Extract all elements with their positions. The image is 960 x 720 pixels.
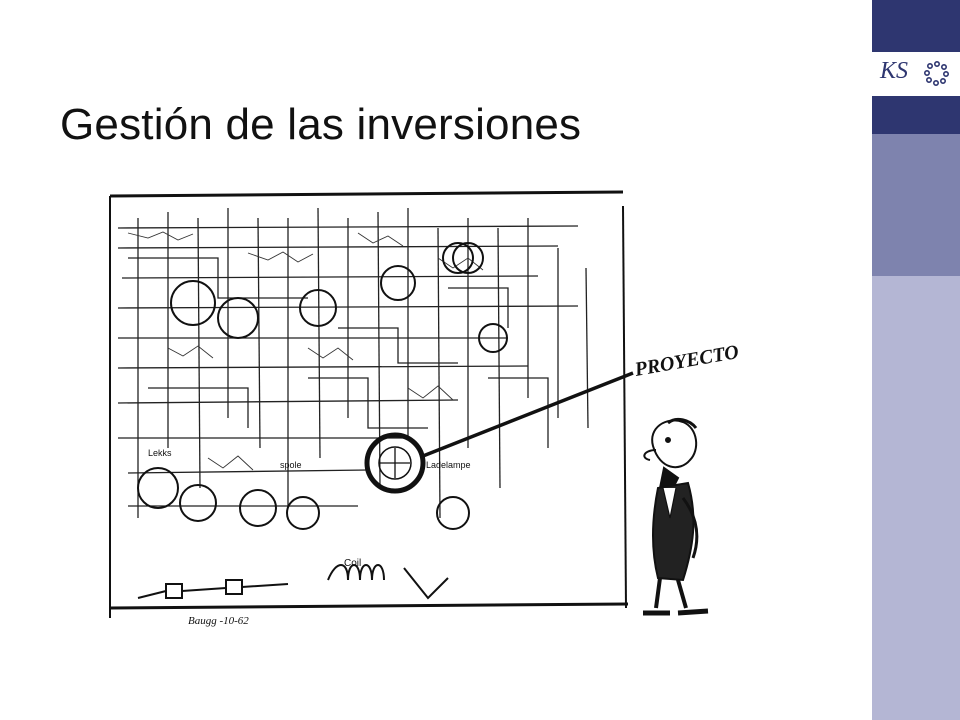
side-band-dark [872, 96, 960, 134]
side-panel: KS [872, 0, 960, 720]
schematic-wiring [117, 207, 589, 519]
schematic-board [109, 190, 629, 618]
schematic-label-ladelampe: Ladelampe [426, 460, 471, 470]
pointer-line [422, 371, 634, 458]
bottom-components [137, 564, 449, 600]
schematic-label-lekks: Lekks [148, 448, 172, 458]
project-cartoon: PROYECTO Coil Ladelampe spole Lekks Baug… [109, 190, 740, 627]
ks-logo-text: KS [880, 58, 909, 84]
magnifier [364, 432, 426, 494]
artist-signature: Baugg -10-62 [188, 615, 249, 627]
vacuum-tubes [137, 242, 508, 530]
logo-area [872, 52, 960, 96]
schematic-label-coil: Coil [344, 558, 361, 569]
side-band-top [872, 0, 960, 52]
cartoon-man [643, 417, 709, 616]
proyecto-label: PROYECTO [632, 341, 740, 381]
ks-ring-icon [924, 60, 949, 86]
side-band-light [872, 276, 960, 720]
schematic-label-spole: spole [280, 460, 302, 470]
side-band-mid [872, 134, 960, 276]
slide-title: Gestión de las inversiones [60, 100, 582, 149]
